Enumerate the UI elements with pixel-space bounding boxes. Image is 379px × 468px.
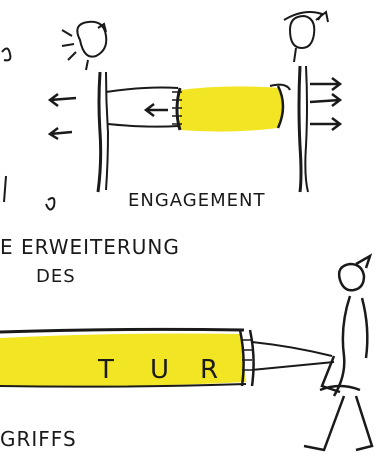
highlight-bar-top	[180, 86, 283, 131]
stray-mark	[4, 176, 6, 202]
ampersand-mark	[46, 198, 54, 210]
label-des: DES	[36, 266, 76, 287]
left-figure	[62, 22, 106, 70]
right-post-edge	[305, 66, 308, 192]
bar-arrow-left	[146, 104, 168, 116]
label-erweiterung: E ERWEITERUNG	[0, 235, 180, 259]
left-post-edge	[106, 72, 108, 190]
right-post	[299, 66, 301, 192]
label-begriffs: GRIFFS	[0, 427, 77, 451]
left-arrows	[50, 94, 76, 139]
pulling-figure	[304, 256, 372, 450]
letter-r: R	[200, 355, 219, 385]
rope-top	[106, 88, 178, 93]
right-arrows	[310, 78, 340, 130]
label-engagement: ENGAGEMENT	[128, 190, 265, 211]
letter-t: T	[97, 355, 115, 385]
rope-bottom	[108, 124, 178, 127]
left-post	[98, 72, 101, 192]
pull-rope	[252, 342, 334, 370]
stray-letter-mark	[2, 48, 10, 60]
right-figure	[284, 12, 328, 62]
letter-u: U	[150, 355, 170, 385]
bar-bottom-top-edge	[0, 329, 244, 332]
